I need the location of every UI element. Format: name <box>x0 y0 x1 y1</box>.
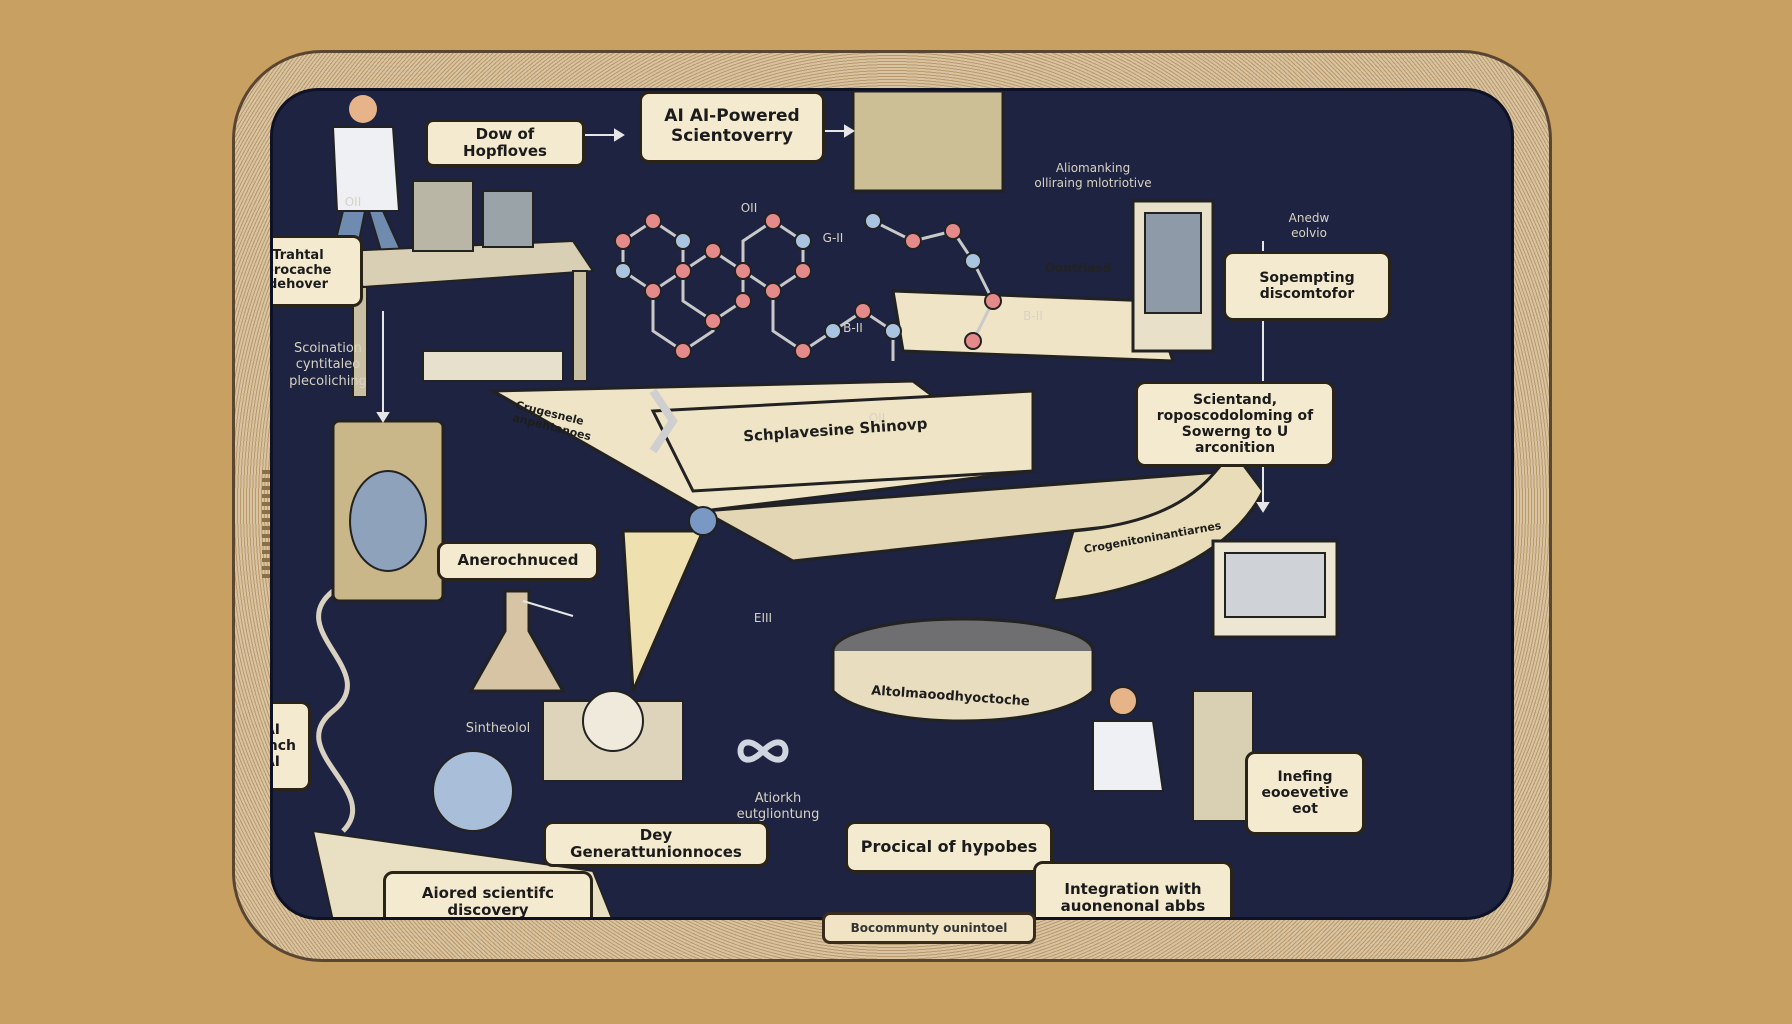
label-scoination: Scoination cyntitaleo plecoliching <box>289 341 367 389</box>
card-aiored: Aiored scientifc discovery <box>383 871 593 917</box>
chem-label-3: B-II <box>843 321 863 335</box>
flask <box>468 589 566 693</box>
card-title: AI AI-Powered Scientoverry <box>639 91 825 163</box>
chem-label-7: OII <box>344 195 362 209</box>
label-atorkh: Atiorkh eutgliontung <box>736 791 820 823</box>
footer-tab: Bocommunty ounintoel <box>822 912 1036 944</box>
chem-label-1: OII <box>740 201 758 215</box>
label-aliomanking: Aliomanking olliraing mlotriotive <box>1034 161 1152 190</box>
chem-label-2: G-II <box>822 231 844 245</box>
frame-side-dash <box>262 470 270 580</box>
label-anedw: Anedw eolvio <box>1288 211 1330 240</box>
card-dey-generation: Dey Generattunionnoces <box>543 821 769 867</box>
card-procical: Procical of hypobes <box>845 821 1053 873</box>
label-oontriasd: Oontriasd <box>1044 261 1112 275</box>
automation-machine <box>851 91 1215 353</box>
card-ai-sonch: AI Sonch AI <box>273 701 311 791</box>
card-sopempting: Sopempting discomtofor <box>1223 251 1391 321</box>
card-scientand: Scientand, roposcodoloming of Sowerng to… <box>1135 381 1335 467</box>
card-anerochnuced: Anerochnuced <box>437 541 599 581</box>
infinity-symbol <box>737 739 789 763</box>
robotic-arm <box>621 388 718 692</box>
chem-label-6: EIII <box>753 611 773 625</box>
chem-label-4: B-II <box>1023 309 1043 323</box>
card-inefing: Inefing eooevetive eot <box>1245 751 1365 835</box>
diagram-screen: Dow of Hopfloves AI AI-Powered Scientove… <box>270 88 1514 920</box>
molecular-cluster <box>432 690 684 832</box>
atoms <box>614 212 1002 360</box>
card-trahtal: Trahtal procache dehover <box>273 235 363 307</box>
dais <box>831 617 1095 723</box>
chem-label-5: OII <box>868 411 886 425</box>
lab-bench <box>341 180 595 398</box>
label-sintheolol: Sintheolol <box>465 721 531 736</box>
card-dow-of-hypotheses: Dow of Hopfloves <box>425 119 585 167</box>
scientist-left <box>331 95 403 252</box>
card-integration: Integration with auonenonal abbs <box>1033 861 1233 917</box>
main-band <box>487 289 1265 603</box>
diagram-artwork <box>311 91 1339 917</box>
scientist-right <box>1092 539 1339 822</box>
